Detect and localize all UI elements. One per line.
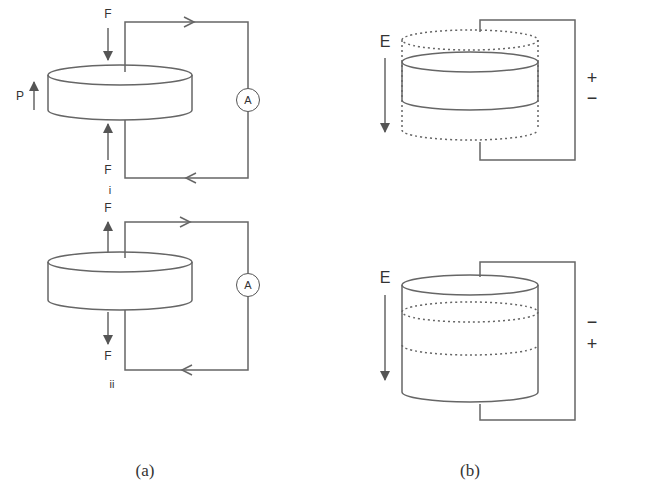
field-arrow — [384, 58, 386, 132]
ammeter-symbol: A — [236, 273, 260, 297]
polarity-sign: + — [587, 69, 598, 87]
polarity-sign: − — [587, 313, 598, 331]
contracted-crystal — [402, 302, 538, 355]
panel-caption: (b) — [460, 462, 480, 479]
force-label: F — [104, 202, 111, 214]
force-label: F — [104, 164, 111, 176]
current-arrow — [182, 365, 192, 375]
current-arrow — [184, 17, 194, 27]
wire — [125, 112, 248, 178]
piezo-crystal — [48, 65, 192, 120]
meter-letter: A — [244, 280, 251, 291]
meter-letter: A — [244, 95, 251, 106]
piezo-crystal — [48, 252, 192, 310]
current-arrow — [186, 173, 196, 183]
wire — [125, 297, 248, 370]
field-arrow — [384, 295, 386, 380]
force-arrow — [107, 124, 109, 160]
force-arrow — [107, 28, 109, 60]
polarization-label: P — [16, 90, 24, 102]
field-label: E — [380, 270, 391, 286]
wire — [125, 222, 248, 273]
force-label: F — [104, 8, 111, 20]
expanded-crystal — [402, 30, 538, 140]
wire — [480, 262, 575, 420]
wire — [480, 20, 575, 160]
force-label: F — [104, 350, 111, 362]
field-label: E — [380, 34, 391, 50]
polarity-sign: − — [587, 89, 598, 107]
case-label: ii — [110, 379, 115, 390]
force-arrow — [107, 312, 109, 344]
wire — [125, 22, 248, 88]
piezo-crystal — [402, 275, 538, 402]
polarity-sign: + — [587, 335, 598, 353]
force-arrow — [107, 222, 109, 252]
panel-caption: (a) — [136, 462, 155, 479]
piezo-crystal — [402, 52, 538, 110]
ammeter-symbol: A — [236, 88, 260, 112]
case-label: i — [109, 185, 111, 196]
current-arrow — [180, 217, 190, 227]
polarization-arrow — [33, 82, 35, 110]
